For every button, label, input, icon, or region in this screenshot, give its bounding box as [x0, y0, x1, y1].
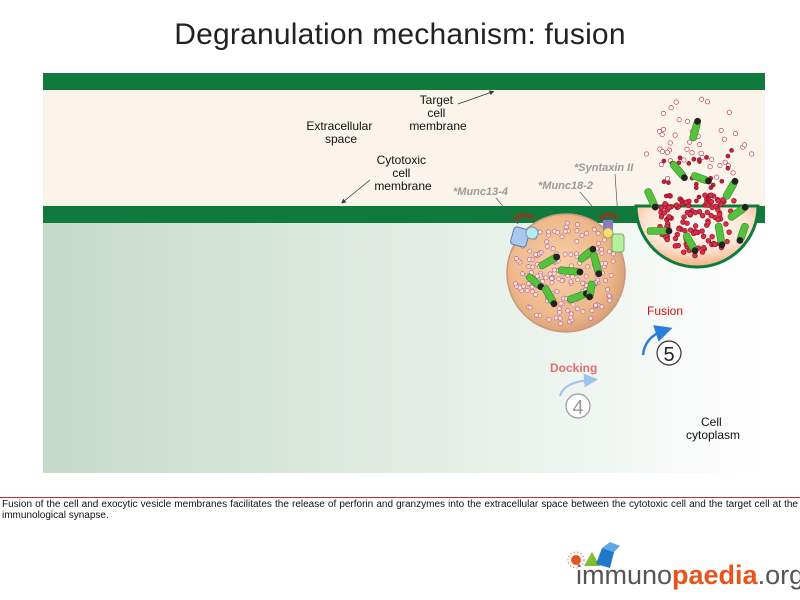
- munc13-pointer: [495, 197, 519, 225]
- caption-divider: [0, 497, 800, 498]
- target-membrane-pointer: [457, 90, 495, 105]
- vesicle-perforin-rods: [525, 245, 603, 308]
- immunopaedia-logo-icon: [567, 542, 620, 569]
- page-title: Degranulation mechanism: fusion: [174, 18, 626, 51]
- extracellular-space: [43, 90, 765, 206]
- fused-vesicle: [634, 96, 760, 269]
- docking-label: Docking: [550, 361, 597, 375]
- munc18-pointer: [579, 191, 605, 221]
- cytotoxic-membrane-pointer: [341, 179, 371, 204]
- step-5-circle: [656, 340, 682, 366]
- logo-part-paedia: paedia: [672, 560, 758, 590]
- cell-cytoplasm: [43, 222, 765, 473]
- immunopaedia-logo[interactable]: immunopaedia.org: [576, 560, 800, 591]
- munc13-label: *Munc13-4: [453, 186, 508, 198]
- docked-vesicle: [506, 213, 626, 333]
- step-4-circle: [565, 393, 591, 419]
- extracellular-space-label: Extracellular space: [306, 119, 375, 146]
- step-4-number: 4: [572, 397, 583, 419]
- docking-arrow: [559, 373, 598, 397]
- caption-text: Fusion of the cell and exocytic vesicle …: [2, 499, 798, 521]
- munc13-4-protein: [510, 212, 539, 248]
- munc18-2-protein: [598, 212, 625, 253]
- logo-part-org: .org: [757, 560, 800, 590]
- target-membrane-label: Target cell membrane: [409, 93, 467, 133]
- cytotoxic-membrane-label: Cytotoxic cell membrane: [374, 153, 432, 193]
- fusion-arrow: [641, 325, 673, 356]
- cell-cytoplasm-label: Cell cytoplasm: [686, 415, 740, 442]
- fusion-label: Fusion: [647, 304, 683, 318]
- syntaxin-pointer: [614, 173, 619, 219]
- target-cell-membrane: [43, 73, 765, 90]
- syntaxin-label: *Syntaxin II: [574, 162, 634, 174]
- logo-part-immuno: immuno: [576, 560, 673, 590]
- released-perforin-rods: [644, 117, 749, 255]
- step-5-number: 5: [663, 344, 674, 366]
- munc18-label: *Munc18-2: [538, 180, 593, 192]
